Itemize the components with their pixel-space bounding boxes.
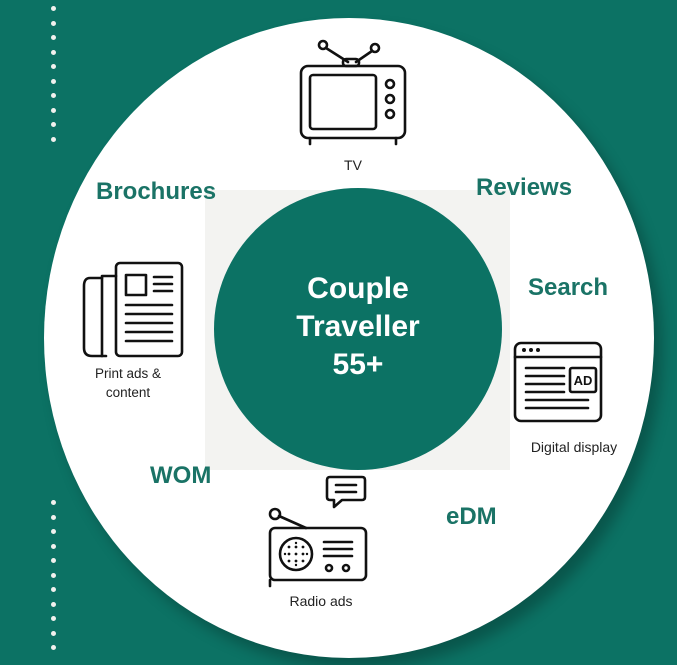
tv-icon bbox=[299, 39, 407, 146]
radio-icon bbox=[268, 475, 368, 588]
radio-ads-label: Radio ads bbox=[289, 593, 353, 609]
print-ads-label: Print ads & content bbox=[94, 366, 162, 400]
channel-edm: eDM bbox=[446, 503, 497, 530]
svg-text:AD: AD bbox=[574, 373, 593, 388]
channel-brochures: Brochures bbox=[96, 178, 217, 205]
ad-display-icon: AD bbox=[513, 341, 603, 423]
digital-display-label: Digital display bbox=[530, 439, 618, 455]
center-title: Couple Traveller 55+ bbox=[296, 272, 420, 381]
dotted-line-bottom bbox=[51, 500, 57, 660]
newspaper-icon bbox=[82, 261, 184, 358]
channel-reviews: Reviews bbox=[476, 174, 573, 201]
channel-search: Search bbox=[528, 274, 609, 301]
center-circle: Couple Traveller 55+ bbox=[214, 188, 502, 470]
dotted-line-top bbox=[51, 6, 57, 151]
channel-wom: WOM bbox=[150, 462, 212, 489]
tv-label: TV bbox=[344, 157, 362, 173]
